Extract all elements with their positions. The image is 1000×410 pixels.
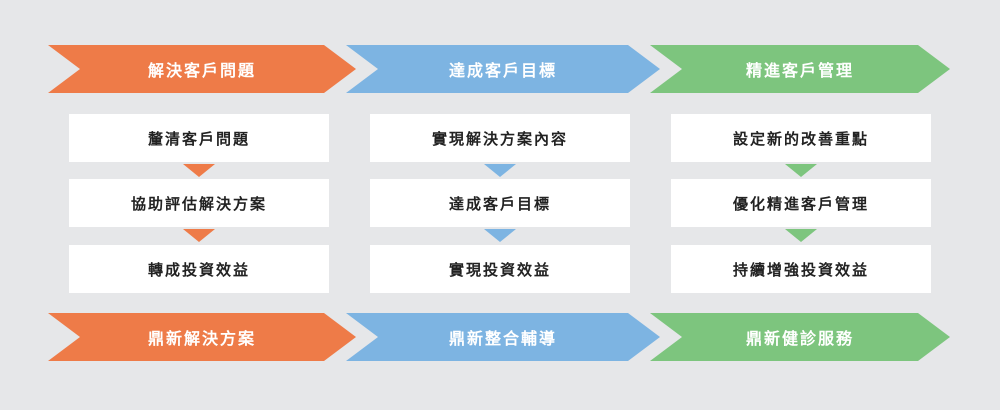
step-label: 協助評估解決方案 [130,194,267,213]
footer-chevron-diagnosis: 鼎新健診服務 [650,313,950,361]
footer-label: 鼎新解決方案 [147,329,256,348]
step-label: 優化精進客戶管理 [732,194,869,213]
down-arrow-icon [484,164,516,177]
step-box: 轉成投資效益 [69,245,329,293]
down-arrow-icon [183,164,215,177]
header-label: 精進客戶管理 [745,61,854,80]
header-chevron-solve: 解決客戶問題 [48,45,356,93]
step-box: 優化精進客戶管理 [671,179,931,227]
step-label: 持續增強投資效益 [732,260,869,279]
step-label: 轉成投資效益 [147,260,250,279]
header-chevron-improve: 精進客戶管理 [650,45,950,93]
step-label: 達成客戶目標 [448,194,551,213]
step-box: 實現投資效益 [370,245,630,293]
down-arrow-icon [183,229,215,242]
down-arrow-icon [785,164,817,177]
step-box: 協助評估解決方案 [69,179,329,227]
step-box: 釐清客戶問題 [69,114,329,162]
footer-label: 鼎新健診服務 [745,329,854,348]
step-box: 實現解決方案內容 [370,114,630,162]
down-arrow-icon [785,229,817,242]
step-label: 實現投資效益 [448,260,551,279]
header-label: 解決客戶問題 [147,61,256,80]
step-box: 設定新的改善重點 [671,114,931,162]
step-label: 設定新的改善重點 [732,129,869,148]
header-label: 達成客戶目標 [448,61,557,80]
step-box: 達成客戶目標 [370,179,630,227]
footer-label: 鼎新整合輔導 [448,329,557,348]
step-label: 實現解決方案內容 [431,129,568,148]
header-chevron-achieve: 達成客戶目標 [346,45,660,93]
step-label: 釐清客戶問題 [147,129,250,148]
footer-chevron-solution: 鼎新解決方案 [48,313,356,361]
footer-chevron-integration: 鼎新整合輔導 [346,313,660,361]
step-box: 持續增強投資效益 [671,245,931,293]
down-arrow-icon [484,229,516,242]
